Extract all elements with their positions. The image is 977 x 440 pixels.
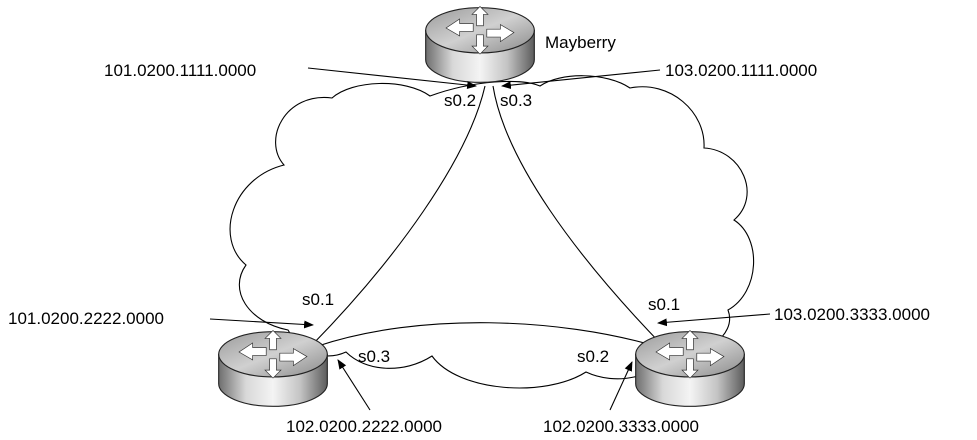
arrow-right-s01 xyxy=(657,313,771,327)
arrow-right-s02 xyxy=(609,361,633,411)
interface-label-right-s02: s0.2 xyxy=(577,347,609,366)
router-mayberry-icon[interactable] xyxy=(425,5,535,83)
router-right-icon[interactable] xyxy=(635,329,745,407)
address-mayberry-s02: 101.0200.1111.0000 xyxy=(104,61,256,80)
address-left-s03: 102.0200.2222.0000 xyxy=(286,417,442,436)
link-left-right xyxy=(317,322,656,347)
arrow-mayberry-s02 xyxy=(307,67,477,89)
address-mayberry-s03: 103.0200.1111.0000 xyxy=(665,61,817,80)
router-mayberry-label: Mayberry xyxy=(545,33,616,52)
interface-label-mayberry-s03: s0.3 xyxy=(500,91,532,110)
address-left-s01: 101.0200.2222.0000 xyxy=(8,309,164,328)
interface-label-left-s03: s0.3 xyxy=(358,347,390,366)
link-mayberry-left xyxy=(311,85,486,346)
arrow-left-s01 xyxy=(209,318,314,329)
interface-label-mayberry-s02: s0.2 xyxy=(444,91,476,110)
network-cloud xyxy=(229,75,755,389)
arrow-left-s03 xyxy=(337,359,371,411)
router-left-icon[interactable] xyxy=(218,329,328,407)
interface-label-left-s01: s0.1 xyxy=(302,290,334,309)
address-right-s02: 102.0200.3333.0000 xyxy=(543,417,699,436)
interface-label-right-s01: s0.1 xyxy=(648,295,680,314)
arrow-mayberry-s03 xyxy=(501,69,661,90)
address-right-s01: 103.0200.3333.0000 xyxy=(774,305,930,324)
link-mayberry-right xyxy=(492,85,663,346)
